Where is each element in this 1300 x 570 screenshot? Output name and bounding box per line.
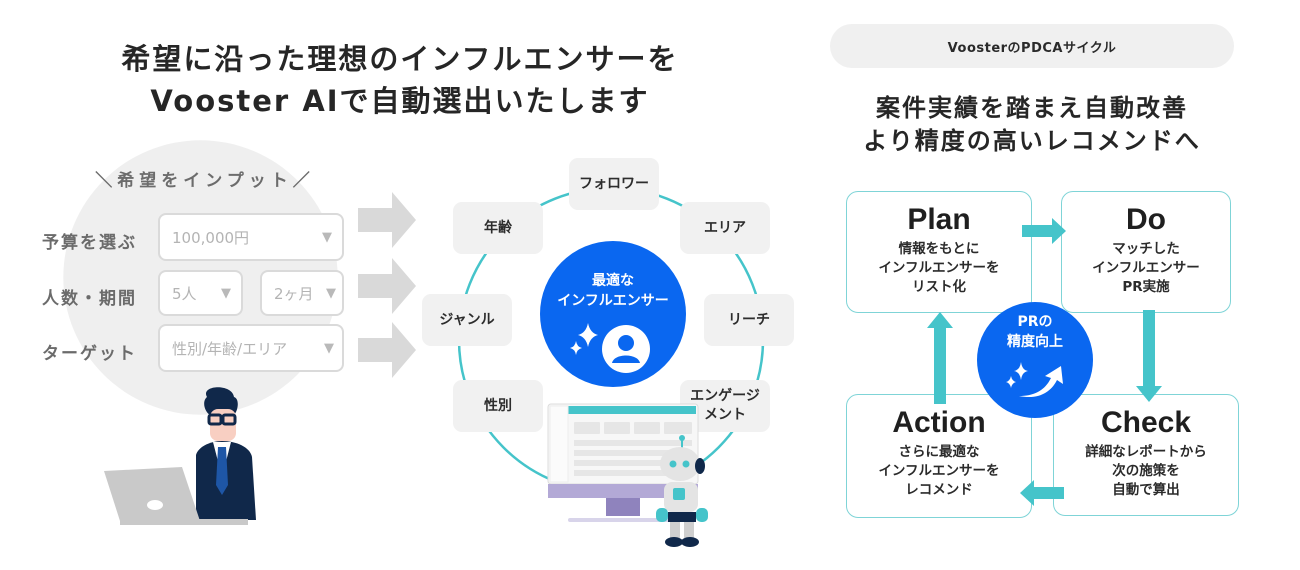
check-title: Check	[1100, 406, 1192, 439]
target-select-value: 性別/年齢/エリア	[172, 339, 288, 358]
main-title-line1: 希望に沿った理想のインフルエンサーを	[121, 42, 679, 76]
chevron-down-icon: ▼	[324, 340, 334, 356]
factor-age: 年齢	[453, 202, 543, 254]
budget-select-value: 100,000円	[172, 228, 250, 247]
budget-select[interactable]: 100,000円 ▼	[158, 213, 344, 261]
pdca-title-line1: 案件実績を踏まえ自動改善	[876, 94, 1188, 122]
factor-label: リーチ	[728, 311, 770, 328]
factor-gender: 性別	[453, 380, 543, 432]
pdca-title: 案件実績を踏まえ自動改善 より精度の高いレコメンドへ	[830, 92, 1234, 158]
chevron-down-icon: ▼	[322, 229, 332, 245]
budget-label: 予算を選ぶ	[42, 233, 137, 253]
plan-desc: 情報をもとに インフルエンサーを リスト化	[878, 241, 1000, 295]
factor-reach: リーチ	[704, 294, 794, 346]
user-sparkle-icon	[570, 323, 650, 373]
factor-area: エリア	[680, 202, 770, 254]
main-title: 希望に沿った理想のインフルエンサーを Vooster AIで自動選出いたします	[40, 38, 760, 122]
chevron-down-icon: ▼	[221, 285, 231, 301]
arrow-right-icon	[358, 322, 416, 378]
pdca-action-box: Action さらに最適な インフルエンサーを レコメンド	[846, 394, 1032, 518]
plan-title: Plan	[907, 203, 971, 236]
pdca-center-line2: 精度向上	[1007, 334, 1063, 350]
pdca-do-box: Do マッチした インフルエンサー PR実施	[1061, 191, 1231, 313]
sparkle-up-arrow-icon	[1006, 362, 1063, 398]
arrow-right-icon	[358, 192, 416, 248]
pdca-title-line2: より精度の高いレコメンドへ	[863, 127, 1201, 155]
pdca-center-line1: PRの	[1017, 314, 1053, 330]
check-desc: 詳細なレポートから 次の施策を 自動で算出	[1085, 444, 1207, 498]
people-count-select[interactable]: 5人 ▼	[158, 270, 243, 316]
optimal-influencer-circle: 最適な インフルエンサー	[540, 241, 686, 387]
period-value: 2ヶ月	[274, 284, 314, 303]
people-count-value: 5人	[172, 284, 197, 303]
action-desc: さらに最適な インフルエンサーを レコメンド	[878, 444, 1000, 498]
factor-followers: フォロワー	[569, 158, 659, 210]
factor-label: ジャンル	[439, 311, 495, 328]
center-line2: インフルエンサー	[557, 293, 669, 309]
target-label: ターゲット	[42, 344, 137, 364]
period-select[interactable]: 2ヶ月 ▼	[260, 270, 344, 316]
factor-label: 年齢	[484, 219, 512, 236]
factor-label: エンゲージ メント	[690, 388, 760, 423]
action-title: Action	[892, 406, 986, 439]
people-period-label: 人数・期間	[42, 289, 137, 309]
factor-label: エリア	[704, 219, 746, 236]
factor-genre: ジャンル	[422, 294, 512, 346]
factor-label: 性別	[484, 397, 512, 414]
center-line1: 最適な	[592, 273, 634, 289]
pr-accuracy-circle: PRの 精度向上	[977, 302, 1093, 418]
arrow-down-icon	[1136, 310, 1162, 402]
main-title-line2: Vooster AIで自動選出いたします	[150, 84, 650, 118]
input-heading: ＼希望をインプット／	[95, 171, 315, 191]
factor-label: フォロワー	[579, 175, 649, 192]
chevron-down-icon: ▼	[326, 285, 336, 301]
person-at-laptop-icon	[104, 387, 256, 525]
pdca-check-box: Check 詳細なレポートから 次の施策を 自動で算出	[1053, 394, 1239, 516]
pdca-cycle-pill: VoosterのPDCAサイクル	[830, 24, 1234, 68]
arrow-right-icon	[1022, 218, 1066, 244]
pdca-plan-box: Plan 情報をもとに インフルエンサーを リスト化	[846, 191, 1032, 313]
do-desc: マッチした インフルエンサー PR実施	[1092, 241, 1200, 295]
arrow-up-icon	[927, 312, 953, 404]
arrow-right-icon	[358, 258, 416, 314]
target-select[interactable]: 性別/年齢/エリア ▼	[158, 324, 344, 372]
arrow-left-icon	[1020, 480, 1064, 506]
do-title: Do	[1126, 203, 1166, 236]
robot-dashboard-illustration	[547, 403, 708, 547]
